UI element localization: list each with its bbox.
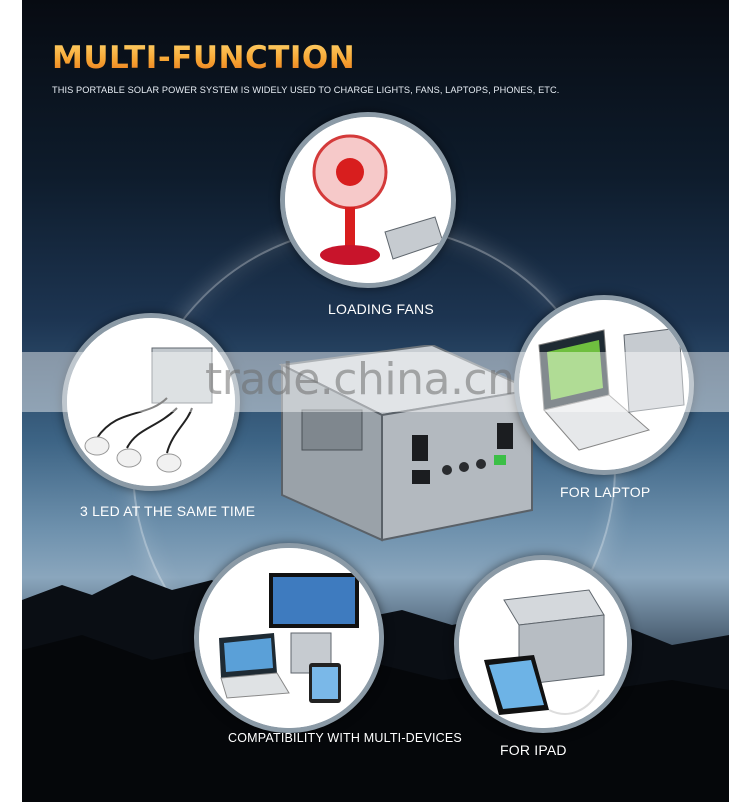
led-bulbs-image (62, 313, 240, 491)
laptop-label: FOR LAPTOP (560, 484, 651, 500)
multi-devices-label: COMPATIBILITY WITH MULTI-DEVICES (228, 731, 462, 745)
ipad-label: FOR IPAD (500, 742, 567, 758)
led-label: 3 LED AT THE SAME TIME (80, 503, 256, 519)
ipad-image (454, 555, 632, 733)
watermark-text: trade.china.cn (205, 354, 515, 405)
page-title: MULTI-FUNCTION (52, 40, 356, 76)
fans-label: LOADING FANS (328, 301, 434, 317)
night-sky-background: MULTI-FUNCTION THIS PORTABLE SOLAR POWER… (22, 0, 729, 802)
fan-image (280, 112, 456, 288)
multi-devices-image (194, 543, 384, 733)
page-subtitle: THIS PORTABLE SOLAR POWER SYSTEM IS WIDE… (52, 85, 560, 95)
laptop-image (514, 295, 694, 475)
watermark-band: trade.china.cn (0, 352, 750, 412)
